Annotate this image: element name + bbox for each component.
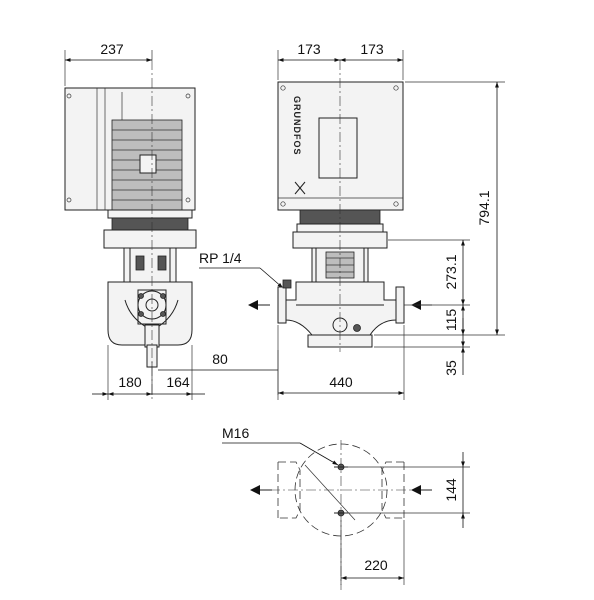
dim-173-left-label: 173 <box>297 41 321 57</box>
side-lantern <box>123 247 177 283</box>
top-outlet-outline <box>381 461 404 519</box>
front-inlet-flange <box>277 286 287 324</box>
front-outlet-flange <box>395 286 405 324</box>
front-view: GRUNDFOS <box>248 60 432 352</box>
side-coupling-top <box>111 217 189 231</box>
side-coupling-flange <box>103 229 197 249</box>
grundfos-x-logo-icon <box>294 181 306 195</box>
dim-80-label: 80 <box>212 351 228 367</box>
bolt-size-label: M16 <box>222 425 249 441</box>
dim-220-label: 220 <box>364 557 388 573</box>
arrow-left-icon <box>411 485 432 495</box>
dim-237: 237 <box>64 41 153 86</box>
dim-237-label: 237 <box>100 41 124 57</box>
dim-173: 173 173 <box>277 41 404 80</box>
port-thread-callout: RP 1/4 <box>199 250 284 289</box>
dim-794-label: 794.1 <box>476 190 492 225</box>
dim-794: 794.1 <box>374 81 505 336</box>
top-inlet-outline <box>278 461 301 519</box>
dim-440: 440 <box>277 325 405 400</box>
dim-vertical-stack: 273.1 115 35 <box>374 239 470 376</box>
front-port-tap <box>282 279 292 289</box>
dim-180-label: 180 <box>118 374 142 390</box>
arrow-left-icon <box>248 300 270 310</box>
dim-feet-side: 180 164 <box>92 345 205 400</box>
dim-35-label: 35 <box>443 360 459 376</box>
port-thread-label: RP 1/4 <box>199 250 242 266</box>
dim-440-label: 440 <box>329 374 353 390</box>
dim-144-label: 144 <box>443 478 459 502</box>
dim-273-label: 273.1 <box>443 254 459 289</box>
dim-220: 220 <box>340 520 405 585</box>
dim-173-right-label: 173 <box>360 41 384 57</box>
bolt-size-callout: M16 <box>222 425 339 466</box>
dim-144: 144 <box>345 452 470 528</box>
side-terminal <box>139 154 157 174</box>
front-display-window <box>318 117 358 179</box>
side-view <box>64 60 197 400</box>
brand-logo-text: GRUNDFOS <box>292 96 302 156</box>
side-motor-flange <box>107 209 193 219</box>
side-motor-fin-lines <box>112 129 182 201</box>
dim-115-label: 115 <box>443 309 459 332</box>
arrow-left-icon <box>250 485 272 495</box>
dim-164-label: 164 <box>166 374 190 390</box>
top-view <box>250 440 432 590</box>
